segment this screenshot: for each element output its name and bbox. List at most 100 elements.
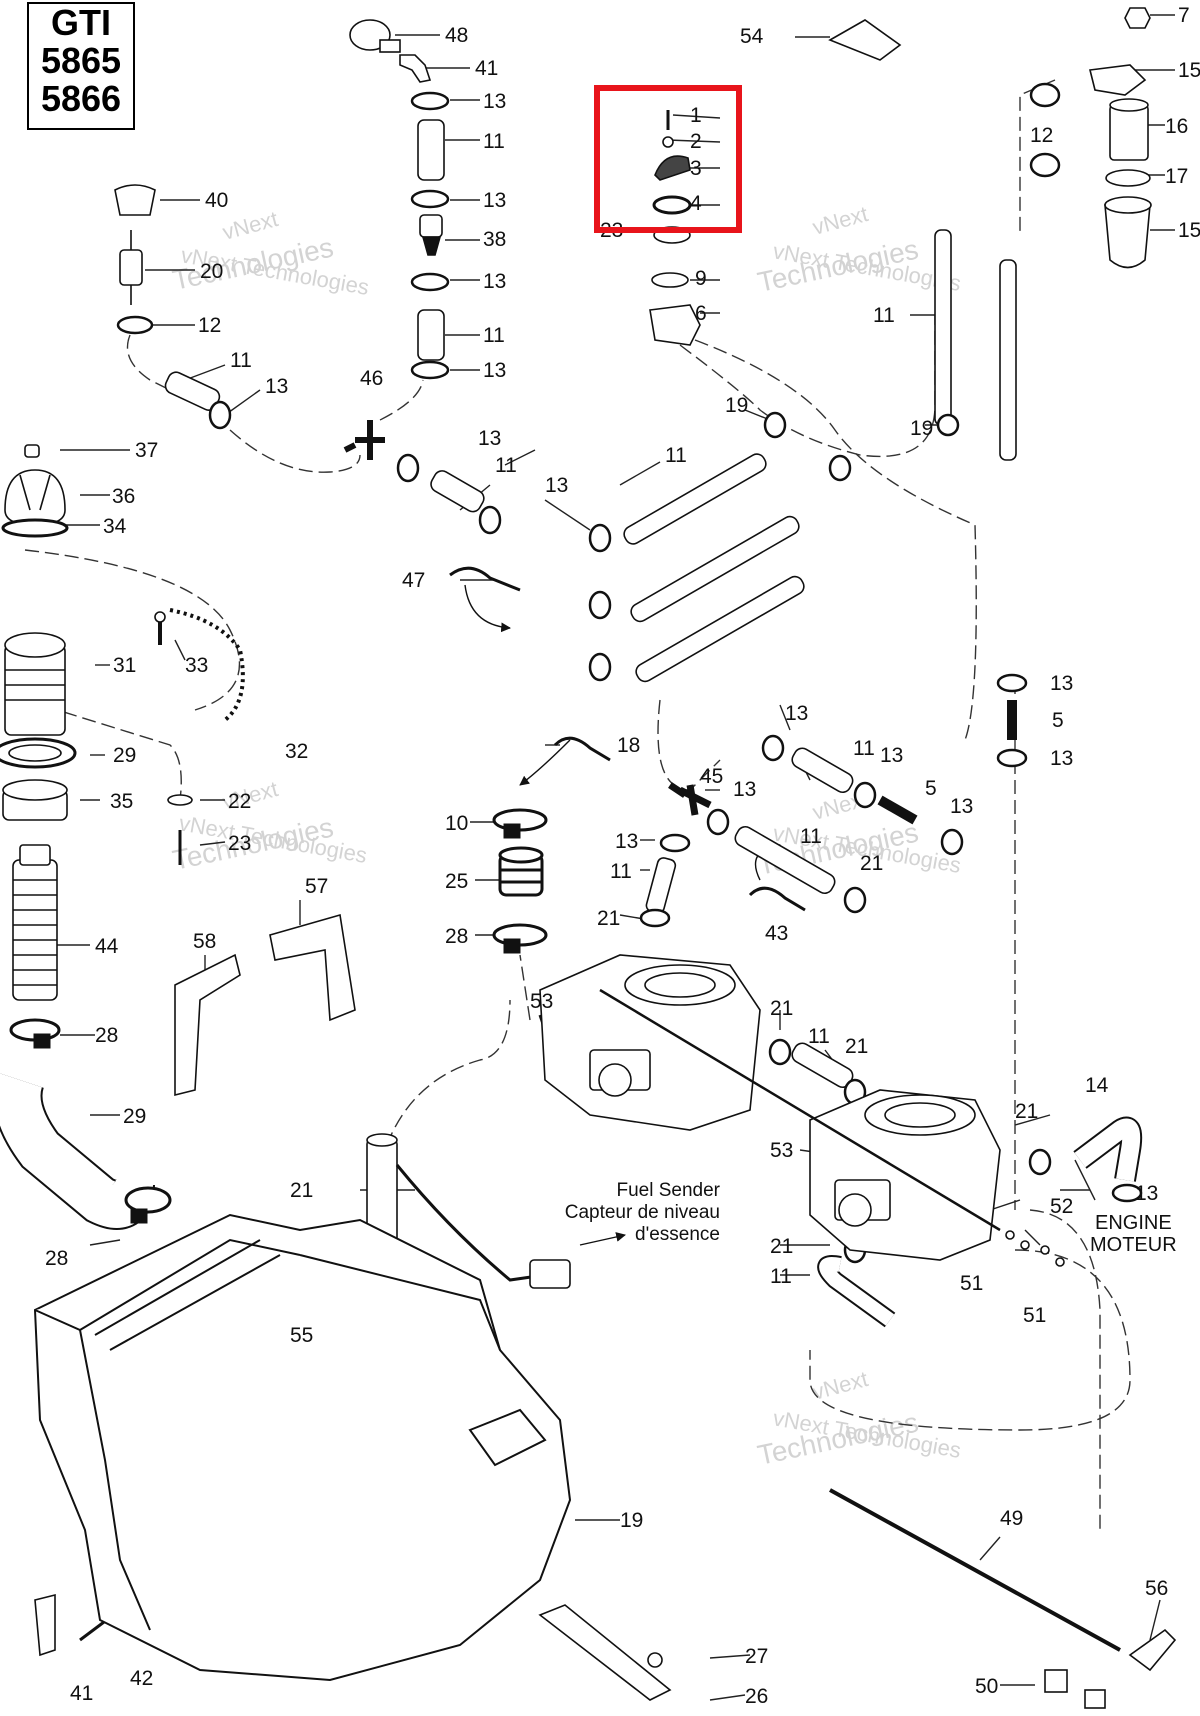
callout-label: 41 xyxy=(475,57,498,80)
washer-9 xyxy=(651,272,689,288)
washer-53 xyxy=(1040,1245,1050,1255)
washer-53 xyxy=(1020,1240,1030,1250)
callout-label: 13 xyxy=(483,359,506,382)
callout-label: 28 xyxy=(95,1024,118,1047)
callout-label: 13 xyxy=(880,744,903,767)
callout-label: 5 xyxy=(1052,709,1064,732)
callout-label: 42 xyxy=(130,1667,153,1690)
fuel-sender-label-fr: d'essence xyxy=(635,1224,720,1245)
hose xyxy=(791,747,854,794)
cable-tie-44 xyxy=(748,886,806,912)
clamp xyxy=(410,189,450,209)
callouts: 1 2 3 4 23 9 6 7 15 16 17 15 12 54 48 41… xyxy=(45,4,1200,1708)
callout-label: 12 xyxy=(1030,124,1053,147)
callout-label: 19 xyxy=(620,1509,643,1532)
callout-label: 52 xyxy=(1050,1195,1073,1218)
watermark-text: vNext xyxy=(220,206,281,245)
callout-label: 28 xyxy=(45,1247,68,1270)
clamp xyxy=(410,360,450,380)
watermark-text: vNext xyxy=(810,1366,871,1405)
callout-label: 5 xyxy=(925,777,937,800)
callout-label: 13 xyxy=(545,474,568,497)
clamp xyxy=(659,833,691,853)
model-line: GTI xyxy=(51,2,111,43)
carburetors xyxy=(539,954,1001,1261)
callout-label: 21 xyxy=(1015,1100,1038,1123)
clamp xyxy=(396,453,420,483)
engine-label-fr: MOTEUR xyxy=(1090,1234,1177,1256)
hose xyxy=(417,309,445,361)
clamp xyxy=(936,413,960,437)
callout-label: 21 xyxy=(845,1035,868,1058)
clamp xyxy=(996,748,1028,768)
callout-label: 11 xyxy=(495,454,517,477)
callout-label: 4 xyxy=(690,192,702,215)
washer-24 xyxy=(167,794,193,806)
clamp xyxy=(828,454,852,482)
callout-label: 18 xyxy=(617,734,640,757)
callout-label: 34 xyxy=(103,515,127,538)
callout-label: 13 xyxy=(1050,747,1073,770)
callout-label: 27 xyxy=(745,1645,768,1668)
callout-label: 23 xyxy=(228,832,251,855)
nut-7 xyxy=(1124,7,1151,29)
callout-label: 55 xyxy=(290,1324,313,1347)
callout-label: 15 xyxy=(1178,59,1200,82)
callout-label: 43 xyxy=(765,922,788,945)
callout-label: 51 xyxy=(960,1272,983,1295)
callout-label: 15 xyxy=(1178,219,1200,242)
fuel-sender-connector xyxy=(529,1259,571,1289)
callout-label: 11 xyxy=(230,349,252,372)
hose xyxy=(645,857,677,914)
plug-38 xyxy=(24,444,40,458)
model-number-box: GTI 5865 5866 xyxy=(27,2,135,130)
clamp xyxy=(1029,152,1061,178)
strap-27 xyxy=(538,1604,672,1701)
washer-52 xyxy=(1055,1257,1065,1267)
callout-label: 10 xyxy=(445,812,468,835)
clamps xyxy=(116,82,1143,1264)
callout-label: 13 xyxy=(785,702,808,725)
callout-label: 13 xyxy=(483,189,506,212)
clamp xyxy=(940,828,964,856)
clamp xyxy=(761,734,785,762)
o-ring-17 xyxy=(1105,169,1151,187)
callout-label: 28 xyxy=(445,925,468,948)
callout-label: 19 xyxy=(910,417,933,440)
hose xyxy=(934,229,952,426)
engine-label-en: ENGINE xyxy=(1094,1212,1172,1234)
callout-label: 40 xyxy=(205,189,228,212)
callout-label: 13 xyxy=(265,375,288,398)
corrugated-hose-45 xyxy=(12,859,58,1001)
watermark-text: vNext xyxy=(810,201,871,240)
clamp xyxy=(843,886,867,914)
hose xyxy=(635,575,805,683)
callout-label: 56 xyxy=(1145,1577,1168,1600)
callout-label: 41 xyxy=(70,1682,93,1705)
model-line: 5866 xyxy=(40,78,122,119)
callout-label: 21 xyxy=(597,907,620,930)
filter-element-16 xyxy=(1109,104,1149,161)
callout-label: 11 xyxy=(610,860,632,883)
clamp xyxy=(996,673,1028,693)
clamp xyxy=(588,590,612,620)
callout-label: 7 xyxy=(1178,4,1190,27)
callout-label: 2 xyxy=(690,130,702,153)
clamp xyxy=(410,272,450,292)
fuel-sender-note: Fuel Sender Capteur de niveau d'essence xyxy=(505,1180,720,1246)
clamp xyxy=(588,523,612,553)
engine-note: ENGINE MOTEUR xyxy=(1090,1212,1177,1256)
screw-28 xyxy=(647,1652,663,1668)
callout-label: 11 xyxy=(800,825,822,848)
callout-label: 1 xyxy=(690,104,702,127)
plate-4 xyxy=(652,195,692,215)
callout-label: 13 xyxy=(483,270,506,293)
callout-label: 11 xyxy=(665,444,687,467)
callout-label: 21 xyxy=(860,852,883,875)
bezel-51 xyxy=(1044,1669,1068,1693)
routing-lines xyxy=(24,79,1131,1530)
elbow-40 xyxy=(399,54,432,83)
callout-label: 54 xyxy=(740,25,764,48)
grommet-41 xyxy=(114,184,156,216)
hose xyxy=(417,119,445,181)
